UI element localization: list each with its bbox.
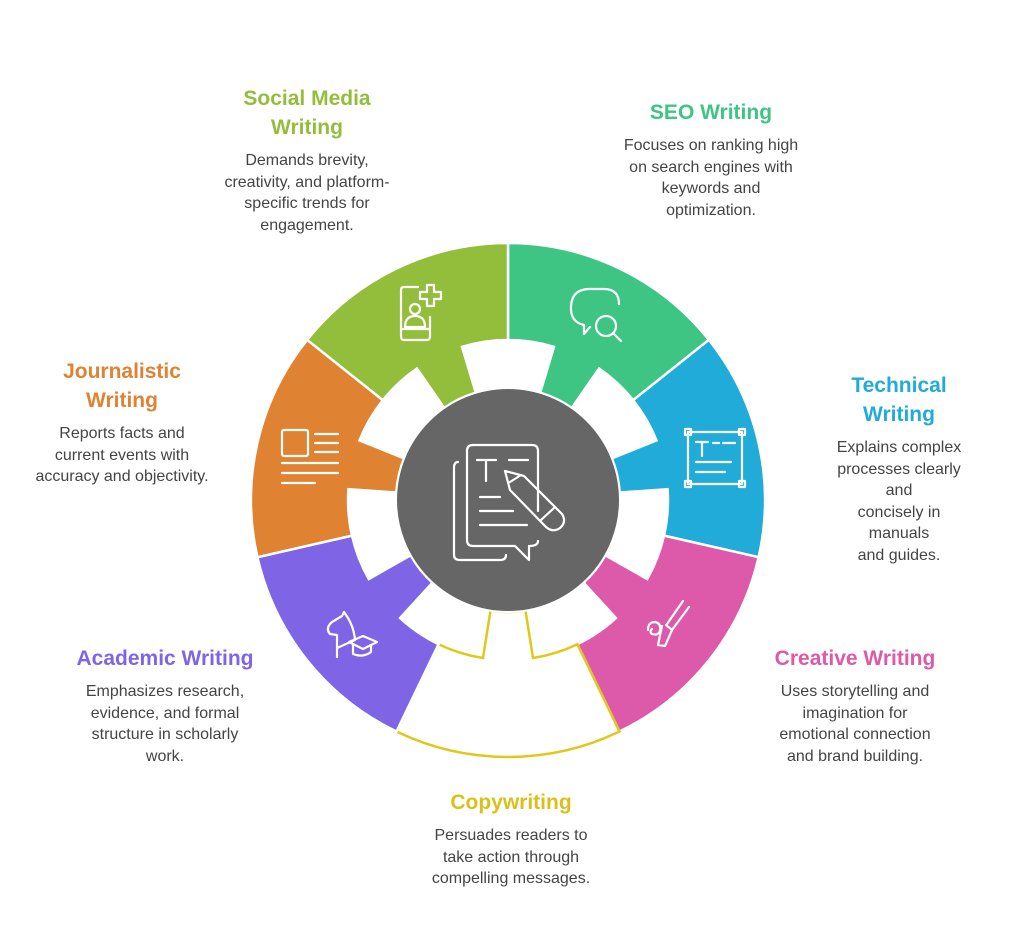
- label-seo: SEO Writing Focuses on ranking high on s…: [624, 98, 798, 221]
- text-frame-icon: [683, 427, 747, 489]
- label-technical: Technical Writing Explains complex proce…: [837, 371, 962, 566]
- journalistic-title: Journalistic Writing: [63, 360, 181, 412]
- segment-social: [305, 241, 510, 410]
- technical-title: Technical Writing: [851, 374, 947, 426]
- academic-title: Academic Writing: [76, 647, 254, 670]
- document-pencil-icon: [452, 443, 566, 562]
- copywriting-description: Persuades readers to take action through…: [431, 827, 591, 887]
- segment-copywriting: [394, 609, 622, 759]
- paintbrush-swirl-icon: [646, 599, 691, 648]
- center-circle: [395, 387, 621, 613]
- academic-description: Emphasizes research, evidence, and forma…: [85, 683, 245, 765]
- seo-description: Focuses on ranking high on search engine…: [623, 137, 799, 219]
- profile-add-icon: [399, 283, 443, 342]
- label-journalistic: Journalistic Writing Reports facts and c…: [35, 357, 208, 488]
- segment-academic: [255, 534, 441, 734]
- chat-search-icon: [569, 287, 623, 343]
- copywriting-title: Copywriting: [450, 791, 572, 814]
- newspaper-icon: [280, 428, 340, 485]
- creative-title: Creative Writing: [774, 647, 936, 670]
- social-description: Demands brevity, creativity, and platfor…: [224, 152, 390, 234]
- label-copywriting: Copywriting Persuades readers to take ac…: [432, 788, 590, 890]
- social-title: Social Media Writing: [243, 87, 371, 139]
- label-social: Social Media Writing Demands brevity, cr…: [224, 84, 389, 236]
- technical-description: Explains complex processes clearly and c…: [836, 439, 962, 564]
- creative-description: Uses storytelling and imagination for em…: [779, 683, 931, 765]
- label-academic: Academic Writing Emphasizes research, ev…: [77, 644, 254, 767]
- label-creative: Creative Writing Uses storytelling and i…: [775, 644, 936, 767]
- journalistic-description: Reports facts and current events with ac…: [35, 425, 209, 485]
- seo-title: SEO Writing: [649, 101, 773, 124]
- graduation-cap-icon: [326, 610, 379, 659]
